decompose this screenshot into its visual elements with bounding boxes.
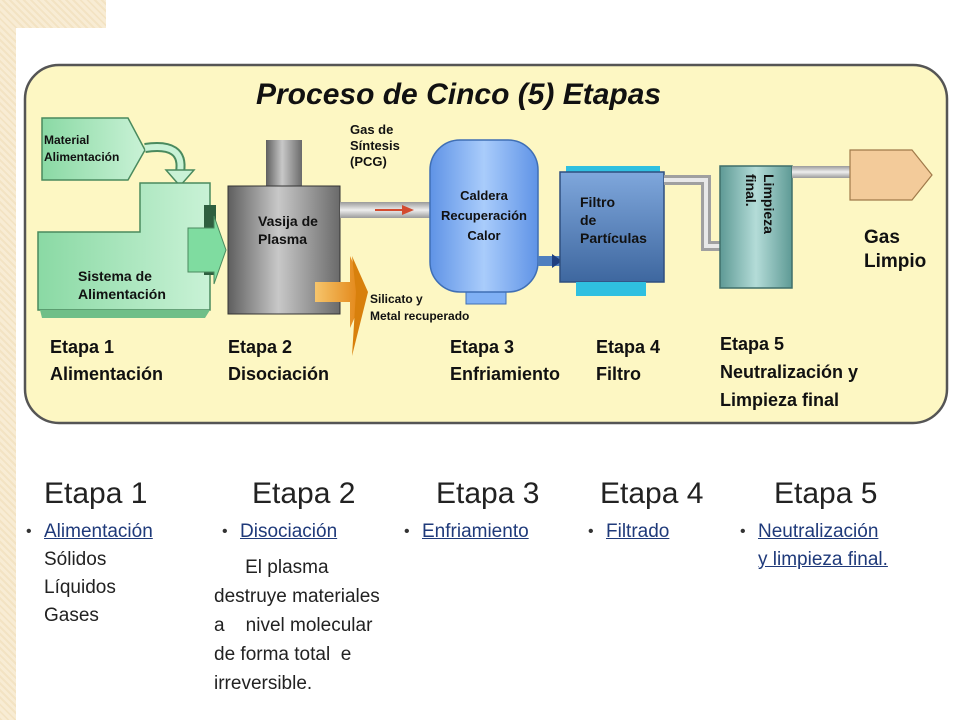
stage-5-desc-2: Limpieza final <box>720 390 839 410</box>
summary-text: Líquidos <box>44 577 116 598</box>
list-item: • Filtrado <box>588 518 703 546</box>
summary-heading-1: Etapa 1 <box>44 477 148 510</box>
feed-system: Sistema de Alimentación <box>37 182 227 318</box>
stage-1-desc: Alimentación <box>50 364 163 384</box>
summary-column-4: Etapa 4 • Filtrado <box>588 476 703 546</box>
link-filtrado[interactable]: Filtrado <box>606 521 670 542</box>
bullet-icon: • <box>588 523 594 540</box>
feed-system-label-2: Alimentación <box>78 286 166 302</box>
link-alimentacion[interactable]: Alimentación <box>44 521 153 542</box>
summary-heading-4: Etapa 4 <box>600 477 704 510</box>
vessel-label-1: Vasija de <box>258 213 318 229</box>
residue-arrow <box>315 256 368 356</box>
clean-gas-label-1: Gas <box>864 227 900 248</box>
clean-gas-pipe <box>792 166 850 178</box>
link-neutralizacion-1[interactable]: Neutralización <box>758 521 879 542</box>
clean-gas-label-2: Limpio <box>864 251 926 272</box>
list-item: Gases <box>44 602 153 630</box>
cleaning-label-1: Limpieza <box>761 174 777 234</box>
summary-column-5: Etapa 5 • Neutralización y limpieza final… <box>740 476 888 574</box>
stage-3-desc: Enfriamiento <box>450 364 560 384</box>
gas-label-1: Gas de <box>350 122 393 137</box>
clean-gas-arrow <box>849 149 933 201</box>
filter-label-2: de <box>580 212 597 228</box>
stage-5-desc-1: Neutralización y <box>720 362 858 382</box>
particle-filter: Filtro de Partículas <box>559 166 665 296</box>
bullet-icon: • <box>26 523 32 540</box>
summary-heading-5: Etapa 5 <box>774 477 878 510</box>
summary-column-1: Etapa 1 • Alimentación Sólidos Líquidos G… <box>26 476 153 630</box>
gas-label-3: (PCG) <box>350 154 387 169</box>
residue-label-2: Metal recuperado <box>370 309 469 323</box>
feed-system-label-1: Sistema de <box>78 268 152 284</box>
stage-2-title: Etapa 2 <box>228 337 292 357</box>
material-feed-arrow: Material Alimentación <box>41 117 146 181</box>
heat-recovery-boiler: Caldera Recuperación Calor <box>429 139 539 305</box>
bullet-icon: • <box>740 523 746 540</box>
summary-heading-3: Etapa 3 <box>436 477 540 510</box>
stage-4-desc: Filtro <box>596 364 641 384</box>
list-item: Líquidos <box>44 574 153 602</box>
gas-flow-arrow-icon <box>402 205 414 215</box>
summary-text: Gases <box>44 605 99 626</box>
list-item: y limpieza final. <box>758 546 888 574</box>
summary-text: destruye materiales <box>214 586 380 607</box>
list-item: • Alimentación <box>26 518 153 546</box>
boiler-to-filter-arrow-icon <box>552 254 562 268</box>
filter-label-3: Partículas <box>580 230 647 246</box>
bullet-icon: • <box>404 523 410 540</box>
link-enfriamiento[interactable]: Enfriamiento <box>422 521 529 542</box>
final-cleaning-unit: Limpieza final. <box>719 165 793 289</box>
filter-label-1: Filtro <box>580 194 615 210</box>
boiler-label-3: Calor <box>467 228 500 243</box>
summary-text: Sólidos <box>44 549 107 570</box>
summary-text: de forma total e <box>214 644 352 665</box>
link-disociacion[interactable]: Disociación <box>240 521 338 542</box>
summary-text: El plasma <box>224 557 329 578</box>
gas-label-2: Síntesis <box>350 138 400 153</box>
list-item: Sólidos <box>44 546 153 574</box>
vessel-label-2: Plasma <box>258 231 307 247</box>
link-neutralizacion-2[interactable]: y limpieza final. <box>758 549 888 570</box>
stage-2-desc: Disociación <box>228 364 329 384</box>
boiler-label-1: Caldera <box>460 188 508 203</box>
stage-3-title: Etapa 3 <box>450 337 514 357</box>
list-item: • Enfriamiento <box>404 518 539 546</box>
cleaning-label-2: final. <box>743 174 759 207</box>
summary-column-2: Etapa 2 • Disociación <box>222 476 356 546</box>
disociacion-description: El plasma destruye materiales a nivel mo… <box>214 553 380 698</box>
boiler-label-2: Recuperación <box>441 208 527 223</box>
stage-1-title: Etapa 1 <box>50 337 114 357</box>
residue-label-1: Silicato y <box>370 292 423 306</box>
bullet-icon: • <box>222 523 228 540</box>
stage-5-title: Etapa 5 <box>720 334 784 354</box>
list-item: • Neutralización <box>740 518 888 546</box>
stage-4-title: Etapa 4 <box>596 337 660 357</box>
diagram-title: Proceso de Cinco (5) Etapas <box>256 78 661 111</box>
material-label-1: Material <box>44 133 89 147</box>
summary-heading-2: Etapa 2 <box>252 477 356 510</box>
material-label-2: Alimentación <box>44 150 119 164</box>
summary-text: irreversible. <box>214 673 313 694</box>
list-item: • Disociación <box>222 518 355 546</box>
summary-column-3: Etapa 3 • Enfriamiento <box>404 476 540 546</box>
summary-text: a nivel molecular <box>214 615 373 636</box>
